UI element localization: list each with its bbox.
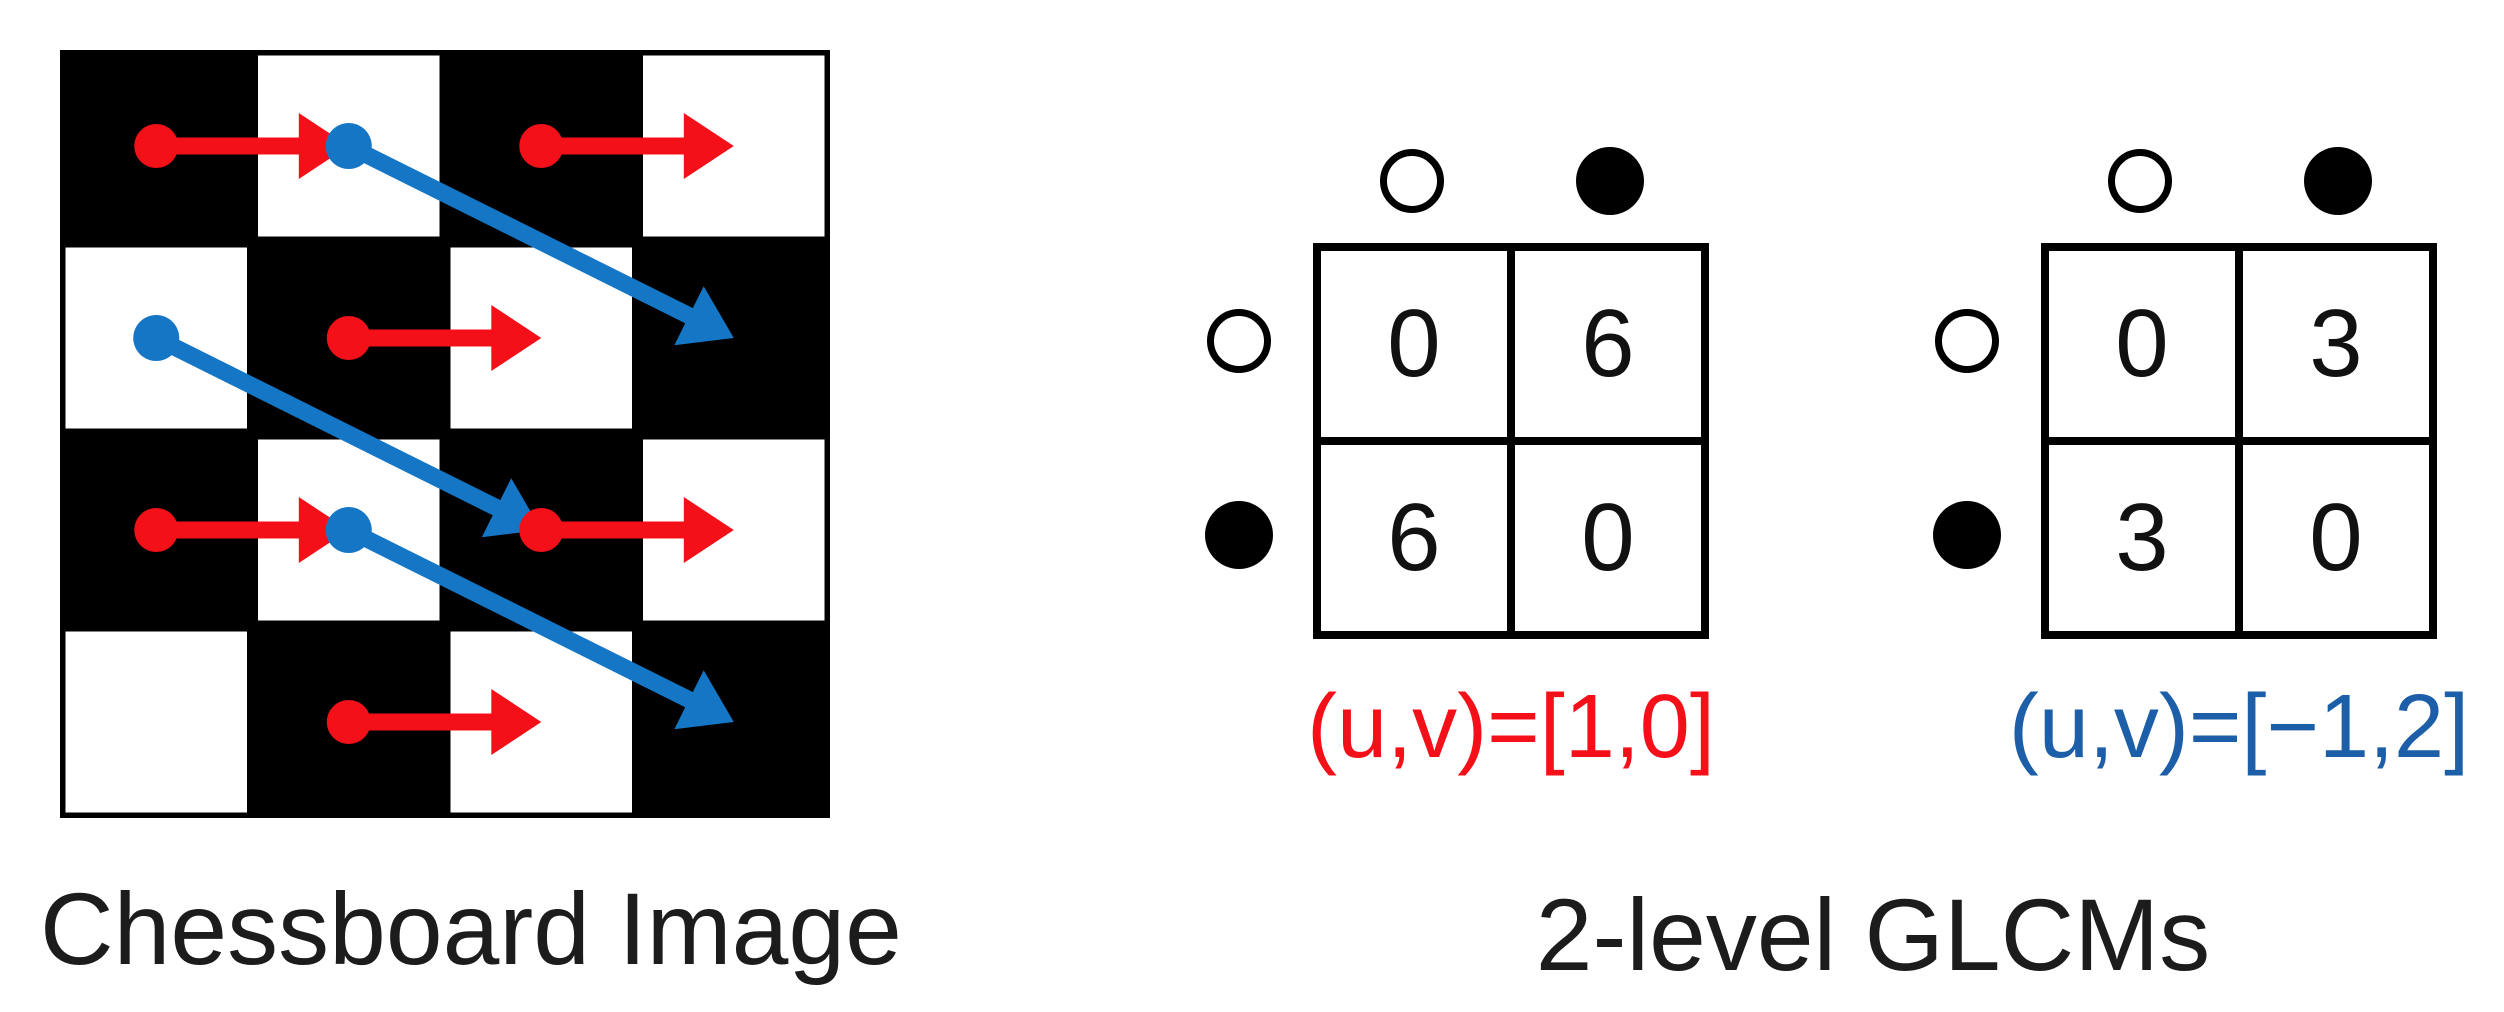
red-arrow-start-dot bbox=[519, 508, 564, 552]
matrix-cell: 3 bbox=[2239, 247, 2433, 441]
filled-circle-icon bbox=[1576, 147, 1644, 215]
red-offset-arrow-head bbox=[683, 497, 734, 563]
matrix-cell: 0 bbox=[2239, 441, 2433, 635]
matrix-cell: 3 bbox=[2045, 441, 2239, 635]
filled-circle-icon bbox=[1205, 501, 1273, 569]
red-offset-arrow-head bbox=[298, 497, 349, 563]
red-offset-arrow-head bbox=[491, 689, 542, 755]
chessboard-caption: Chessboard Image bbox=[40, 872, 902, 986]
chessboard-figure bbox=[60, 50, 830, 818]
board-cell-white bbox=[65, 631, 247, 813]
uv-label-1: (u,v)=[1,0] bbox=[1307, 677, 1715, 777]
red-offset-arrow-head bbox=[298, 113, 349, 179]
open-circle-icon bbox=[1207, 309, 1271, 373]
filled-circle-icon bbox=[2304, 147, 2372, 215]
filled-circle-icon bbox=[1933, 501, 2001, 569]
blue-arrow-start-dot bbox=[133, 315, 180, 361]
blue-offset-arrow-head bbox=[674, 670, 734, 730]
uv-label-2: (u,v)=[−1,2] bbox=[2008, 677, 2470, 777]
red-arrow-start-dot bbox=[326, 316, 371, 360]
red-arrow-start-dot bbox=[326, 700, 371, 744]
blue-arrow-start-dot bbox=[325, 507, 372, 553]
blue-offset-arrow-shaft bbox=[344, 138, 704, 329]
blue-offset-arrow-shaft bbox=[152, 330, 511, 521]
blue-offset-arrow-head bbox=[674, 286, 734, 346]
matrix-cell: 0 bbox=[1317, 247, 1511, 441]
glcm-matrix-2: 0 3 3 0 bbox=[2041, 243, 2437, 639]
blue-offset-arrow-shaft bbox=[344, 522, 704, 713]
red-arrow-start-dot bbox=[134, 508, 179, 552]
red-arrow-start-dot bbox=[519, 124, 564, 168]
red-arrow-start-dot bbox=[134, 124, 179, 168]
matrix-cell: 6 bbox=[1317, 441, 1511, 635]
blue-arrow-start-dot bbox=[325, 123, 372, 169]
red-offset-arrow-head bbox=[491, 305, 542, 371]
open-circle-icon bbox=[2108, 149, 2172, 213]
matrix-cell: 0 bbox=[2045, 247, 2239, 441]
open-circle-icon bbox=[1380, 149, 1444, 213]
open-circle-icon bbox=[1935, 309, 1999, 373]
matrix-cell: 0 bbox=[1511, 441, 1705, 635]
matrix-cell: 6 bbox=[1511, 247, 1705, 441]
glcm-matrix-1: 0 6 6 0 bbox=[1313, 243, 1709, 639]
red-offset-arrow-head bbox=[683, 113, 734, 179]
glcm-caption: 2-level GLCMs bbox=[1535, 878, 2211, 992]
